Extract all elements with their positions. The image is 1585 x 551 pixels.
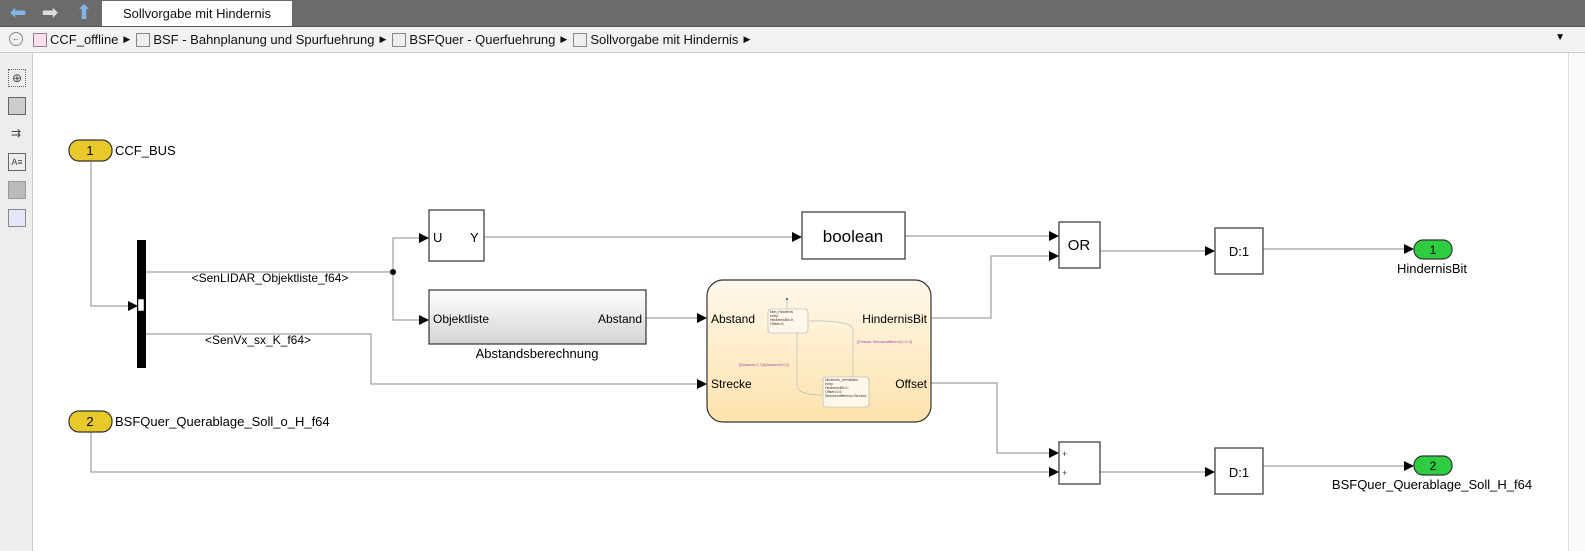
block-label: OR [1068, 237, 1091, 254]
inport-2[interactable]: 2 [68, 410, 113, 433]
arrow-right-icon[interactable]: ➡ [41, 2, 59, 24]
port-label: Y [470, 230, 479, 245]
port-label: U [433, 230, 442, 245]
breadcrumb: CCF_offline ▶ BSF - Bahnplanung und Spurf… [33, 27, 756, 52]
boolean-block[interactable]: boolean [801, 211, 906, 260]
breadcrumb-label: Sollvorgabe mit Hindernis [590, 32, 739, 47]
breadcrumb-label: BSF - Bahnplanung und Spurfuehrung [153, 32, 375, 47]
tab-bar: ⬅ ➡ ⬆ Sollvorgabe mit Hindernis [0, 0, 1585, 27]
port-label: Abstand [598, 312, 642, 326]
line-offset-sum[interactable] [931, 382, 1059, 458]
subsystem-icon [573, 32, 588, 47]
chevron-right-icon: ▶ [379, 34, 387, 44]
inport-number: 2 [86, 414, 93, 429]
sum-sign: + [1062, 449, 1067, 459]
sum-block[interactable]: + + [1058, 441, 1101, 485]
line-hindernisbit-or[interactable] [931, 251, 1059, 319]
state-text: Hindernis_vermeiden [825, 378, 858, 382]
chevron-right-icon: ▶ [743, 34, 751, 44]
abstandsberechnung-block[interactable]: Objektliste Abstand [428, 289, 647, 345]
inport-number: 1 [86, 143, 93, 158]
uy-block[interactable]: U Y [428, 209, 485, 262]
chevron-right-icon: ▶ [123, 34, 131, 44]
outport-2[interactable]: 2 [1413, 455, 1453, 476]
tab-sollvorgabe[interactable]: Sollvorgabe mit Hindernis [102, 1, 292, 26]
inport-1[interactable]: 1 [68, 139, 113, 162]
outport-number: 2 [1430, 459, 1437, 473]
port-label: Offset [895, 377, 927, 391]
rate-transition-2[interactable]: D:1 [1214, 447, 1264, 495]
bus-selector[interactable] [137, 240, 146, 368]
left-toolbar: ⊕ ⇉ A≡ [0, 53, 33, 551]
breadcrumb-item[interactable]: Sollvorgabe mit Hindernis ▶ [573, 32, 756, 47]
outport-1[interactable]: 1 [1413, 239, 1453, 260]
state-hindernis-vermeiden[interactable] [822, 376, 870, 408]
state-text: entry: [770, 314, 779, 318]
signal-arrows-icon[interactable]: ⇉ [10, 126, 22, 140]
state-text: kein_Hindernis [770, 310, 793, 314]
line-lidar-abstand[interactable] [392, 272, 429, 325]
sum-sign: + [1062, 468, 1067, 478]
state-text: Streckendifferenz=Strecke; [825, 394, 867, 398]
inport-1-label: CCF_BUS [115, 143, 176, 158]
breadcrumb-item[interactable]: CCF_offline ▶ [33, 32, 136, 47]
history-icon[interactable]: ← [9, 32, 23, 46]
transition-label: [(Strecke-Streckendifferenz)>=1.5] [857, 340, 912, 344]
block-label: D:1 [1229, 465, 1249, 480]
breadcrumb-label: CCF_offline [50, 32, 119, 47]
subsystem-icon [136, 32, 151, 47]
arrow-left-icon[interactable]: ⬅ [9, 2, 27, 24]
fit-to-view-icon[interactable] [8, 97, 26, 115]
state-text: HindernisBit=1; [825, 386, 849, 390]
breadcrumb-bar: ← CCF_offline ▶ BSF - Bahnplanung und Spu… [0, 27, 1585, 53]
line-inport2-sum[interactable] [90, 431, 1059, 477]
breadcrumb-item[interactable]: BSF - Bahnplanung und Spurfuehrung ▶ [136, 32, 392, 47]
line-vx[interactable] [146, 333, 707, 389]
annotation-icon[interactable]: A≡ [8, 153, 26, 171]
line-lidar-uy[interactable] [392, 233, 429, 272]
breadcrumb-dropdown-icon[interactable]: ▼ [1555, 32, 1565, 43]
stateflow-chart[interactable]: Abstand Strecke HindernisBit Offset kein… [706, 279, 932, 423]
port-label: HindernisBit [862, 312, 927, 326]
block-name: Abstandsberechnung [476, 346, 599, 361]
block-label: boolean [823, 227, 884, 246]
outport-1-label: HindernisBit [1397, 261, 1467, 276]
state-text: HindernisBit=0; [770, 318, 794, 322]
transition-label: [(Abstand<1.7)&(Abstand>0.2)] [739, 363, 789, 367]
zoom-icon[interactable]: ⊕ [8, 69, 26, 87]
subsystem-icon [392, 32, 407, 47]
block-label: D:1 [1229, 244, 1249, 259]
port-label: Objektliste [433, 312, 489, 326]
breadcrumb-label: BSFQuer - Querfuehrung [409, 32, 556, 47]
state-kein-hindernis[interactable] [767, 308, 809, 334]
signal-label-lidar: <SenLIDAR_Objektliste_f64> [192, 271, 349, 285]
port-label: Strecke [711, 377, 752, 391]
model-icon [33, 32, 47, 47]
outport-number: 1 [1430, 243, 1437, 257]
image-icon[interactable] [8, 181, 26, 199]
branch-point [390, 269, 396, 275]
signal-label-vx: <SenVx_sx_K_f64> [205, 333, 311, 347]
state-text: Offset=0.6; [825, 390, 842, 394]
or-block[interactable]: OR [1058, 221, 1101, 269]
line-ccfbus[interactable] [90, 162, 138, 311]
area-icon[interactable] [8, 209, 26, 227]
chevron-right-icon: ▶ [560, 34, 568, 44]
vertical-scrollbar[interactable] [1568, 53, 1585, 551]
arrow-up-icon[interactable]: ⬆ [75, 2, 93, 24]
rate-transition-1[interactable]: D:1 [1214, 227, 1264, 275]
breadcrumb-item[interactable]: BSFQuer - Querfuehrung ▶ [392, 32, 573, 47]
outport-2-label: BSFQuer_Querablage_Soll_H_f64 [1332, 477, 1532, 492]
signal-lines [90, 162, 1414, 477]
inport-2-label: BSFQuer_Querablage_Soll_o_H_f64 [115, 414, 330, 429]
state-text: entry: [825, 382, 834, 386]
state-text: Offset=0; [770, 322, 784, 326]
port-label: Abstand [711, 312, 755, 326]
